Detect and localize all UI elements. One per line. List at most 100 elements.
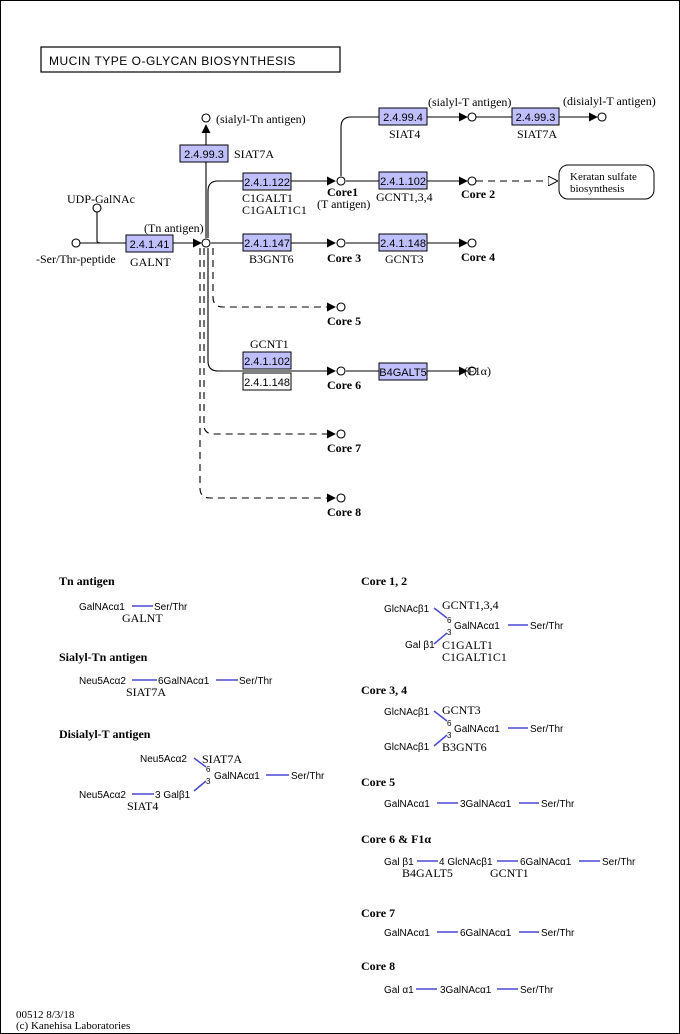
enzyme-core2-label: 2.4.1.102 [380,176,426,188]
bond-c34-1 [433,710,448,722]
enzyme-core6a-box[interactable] [242,351,292,370]
c12-six: 6 [447,616,452,625]
c8-ser: Ser/Thr [520,985,554,996]
tn-ser: Ser/Thr [154,602,188,613]
core1-node[interactable] [336,176,346,186]
stn-neu: Neu5Acα2 [79,676,126,687]
enzyme-siat7a-t-box[interactable] [511,107,560,126]
enzyme-galnt-label: 2.4.1.41 [130,239,170,251]
legend-dst-heading: Disialyl-T antigen [59,727,151,741]
c7-ser: Ser/Thr [541,928,575,939]
c8-gal: Gal α1 [384,985,414,996]
label-ser-thr-peptide: -Ser/Thr-peptide [36,252,116,266]
c7-galnac2: 6GalNAcα1 [460,928,512,939]
enzyme-siat4-box[interactable] [378,107,428,126]
enzyme-siat4-label: 2.4.99.4 [383,112,423,124]
tn-antigen-node[interactable] [201,238,211,248]
f1a-node[interactable] [467,366,477,376]
enzyme-siat7a-t-label: 2.4.99.3 [516,112,556,124]
footer-copyright: (c) Kanehisa Laboratories [16,1020,130,1032]
label-core2: Core 2 [461,187,495,201]
dst-three: 3 [206,777,211,786]
c6-glc: 4 GlcNAcβ1 [439,857,493,868]
c6-gal: Gal β1 [384,857,414,868]
enzyme-galnt-box[interactable] [125,234,174,253]
keratan-label-1: Keratan sulfate [570,171,637,183]
dst-gene1: SIAT7A [202,752,242,766]
enzyme-siat7a-tn-label: 2.4.99.3 [184,149,224,161]
keratan-label-2: biosynthesis [570,183,624,195]
enzyme-core2-box[interactable] [378,171,428,190]
label-f1a: (F1α) [464,364,491,378]
core8-dashed-line [199,248,336,503]
core2-node[interactable] [467,176,477,186]
dst-neu1: Neu5Acα2 [140,754,187,765]
core6-reaction-line [207,248,336,376]
enzyme-core1-label: 2.4.1.122 [244,177,290,189]
enzyme-core1-box[interactable] [242,172,292,191]
label-udp-galnac: UDP-GalNAc [67,192,135,206]
enzyme-core6b-box[interactable] [242,372,292,391]
enzyme-core4-label: 2.4.1.148 [380,238,426,250]
core3-node[interactable] [336,238,346,248]
udp-galnac-node[interactable] [92,203,102,213]
c12-glc: GlcNAcβ1 [384,604,430,615]
c34-gene2: B3GNT6 [442,740,487,754]
legend-c5-heading: Core 5 [361,775,395,789]
legend-tn-heading: Tn antigen [59,574,115,588]
sialyl-tn-node[interactable] [201,113,211,123]
udp-galnac-line [96,209,125,244]
enzyme-core3-box[interactable] [242,233,292,252]
label-core6: Core 6 [327,378,361,392]
core6-node[interactable] [336,366,346,376]
tn-galnac: GalNAcα1 [79,602,125,613]
core8-node[interactable] [336,493,346,503]
c7-galnac1: GalNAcα1 [384,928,430,939]
label-sialyl-t: (sialyl-T antigen) [428,95,511,109]
label-disialyl-t: (disialyl-T antigen) [563,94,656,108]
gene-siat7a-tn: SIAT7A [234,147,274,161]
dst-six: 6 [206,765,211,774]
dst-neu2: Neu5Acα2 [79,790,126,801]
core7-node[interactable] [336,429,346,439]
legend-stn-heading: Sialyl-Tn antigen [59,650,148,664]
gene-c1galt1c1: C1GALT1C1 [242,203,307,217]
bond-c12-1 [433,607,448,619]
dst-ser: Ser/Thr [291,771,325,782]
c6-gene1: B4GALT5 [402,866,453,880]
c5-galnac2: 3GalNAcα1 [460,799,512,810]
enzyme-core4-box[interactable] [378,233,428,252]
ser-thr-peptide-node[interactable] [71,238,81,248]
enzyme-core3-label: 2.4.1.147 [244,238,290,250]
siat4-reaction-line [340,112,468,176]
label-tn-antigen: (Tn antigen) [144,221,204,235]
c12-gene3: C1GALT1C1 [442,650,507,664]
label-core7: Core 7 [327,441,361,455]
keratan-sulfate-map-link[interactable] [558,164,655,200]
bond-dst-1 [193,757,207,768]
c6-gene2: GCNT1 [490,866,529,880]
c34-three: 3 [447,731,452,740]
dst-gene2: SIAT4 [127,799,158,813]
legend-c7-heading: Core 7 [361,906,395,920]
gene-gcnt3: GCNT3 [385,252,424,266]
disialyl-t-node[interactable] [597,112,607,122]
core4-node[interactable] [467,238,477,248]
label-t-antigen: (T antigen) [317,197,370,211]
page-title: MUCIN TYPE O-GLYCAN BIOSYNTHESIS [49,54,296,68]
sialyl-t-node[interactable] [467,112,477,122]
title-box [40,46,341,73]
c34-glc2: GlcNAcβ1 [384,742,430,753]
core5-dashed-line [212,248,336,312]
stn-ser: Ser/Thr [239,676,273,687]
core5-node[interactable] [336,302,346,312]
label-sialyl-tn: (sialyl-Tn antigen) [216,112,306,126]
c6-galnac: 6GalNAcα1 [520,857,572,868]
c34-ser: Ser/Thr [530,724,564,735]
bond-dst-2 [193,780,207,792]
enzyme-siat7a-tn-box[interactable] [179,144,229,163]
label-core5: Core 5 [327,314,361,328]
enzyme-b4galt5-box[interactable] [378,362,428,381]
c34-glc1: GlcNAcβ1 [384,707,430,718]
